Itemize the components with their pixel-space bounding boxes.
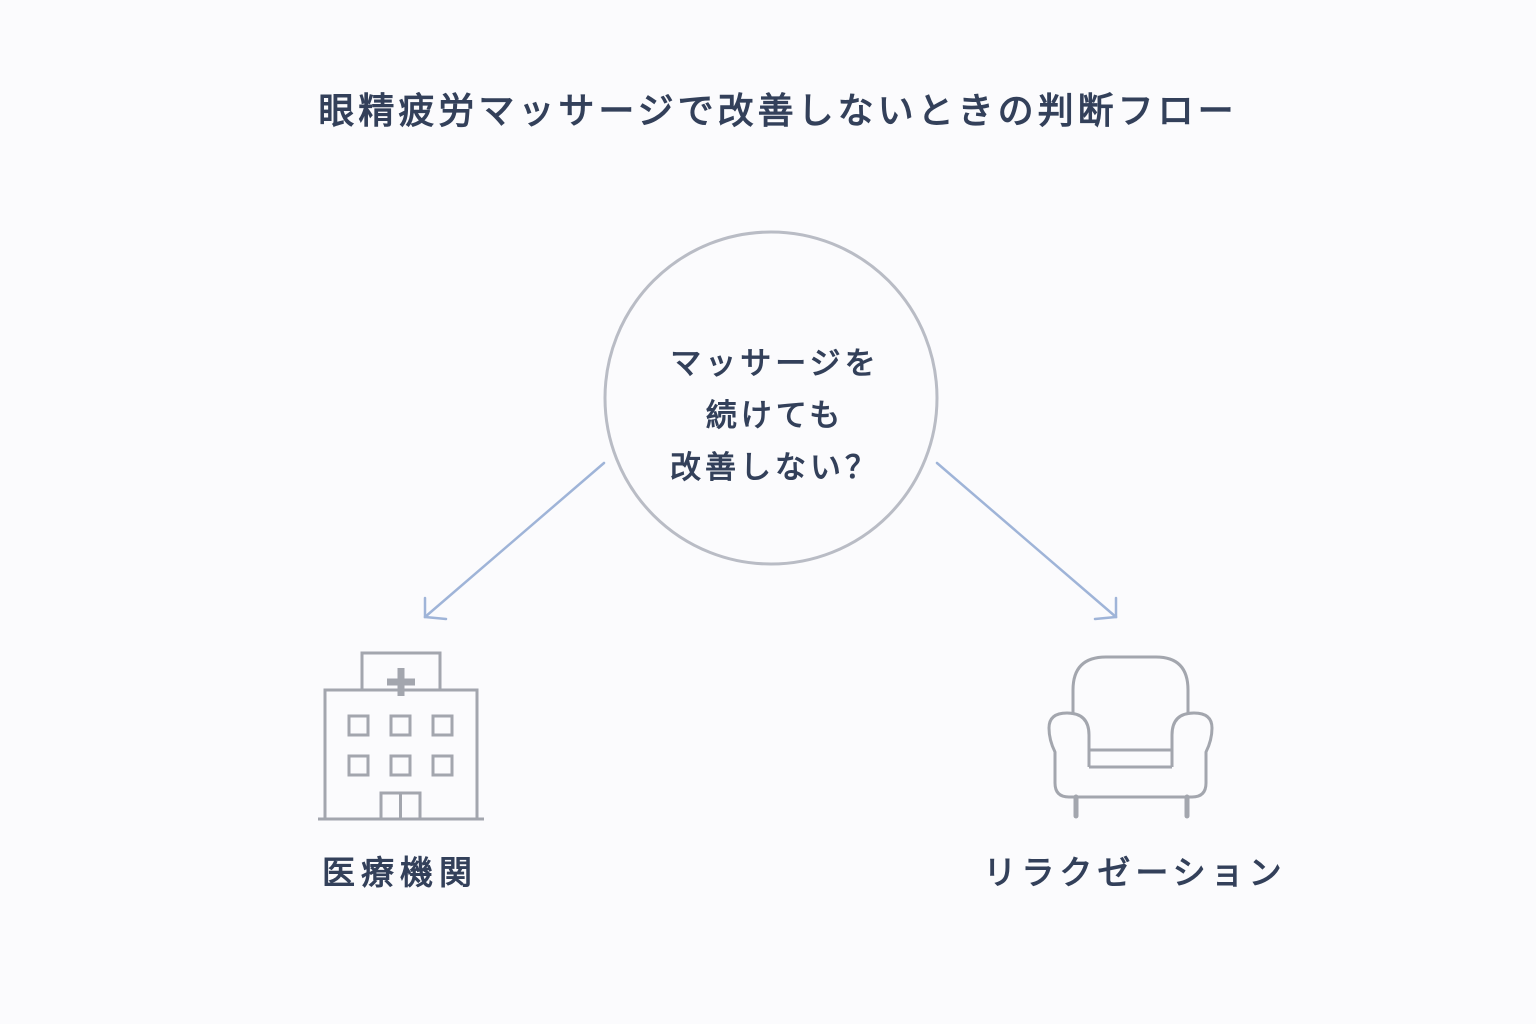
relaxation-label: リラクゼーション: [983, 853, 1287, 892]
arrow-to-relaxation: [935, 461, 1118, 621]
armchair-icon: [1047, 655, 1214, 819]
decision-line-2: 続けても: [705, 398, 845, 434]
decision-question: マッサージを 続けても 改善しない？: [605, 338, 945, 494]
medical-institution-label: 医療機関: [322, 853, 478, 892]
diagram-title: 眼精疲労マッサージで改善しないときの判断フロー: [318, 91, 1238, 132]
decision-circle: [603, 230, 939, 566]
arrow-to-medical: [423, 461, 606, 621]
decision-line-3: 改善しない？: [670, 450, 880, 486]
decision-line-1: マッサージを: [670, 346, 880, 382]
hospital-icon: [318, 651, 484, 821]
